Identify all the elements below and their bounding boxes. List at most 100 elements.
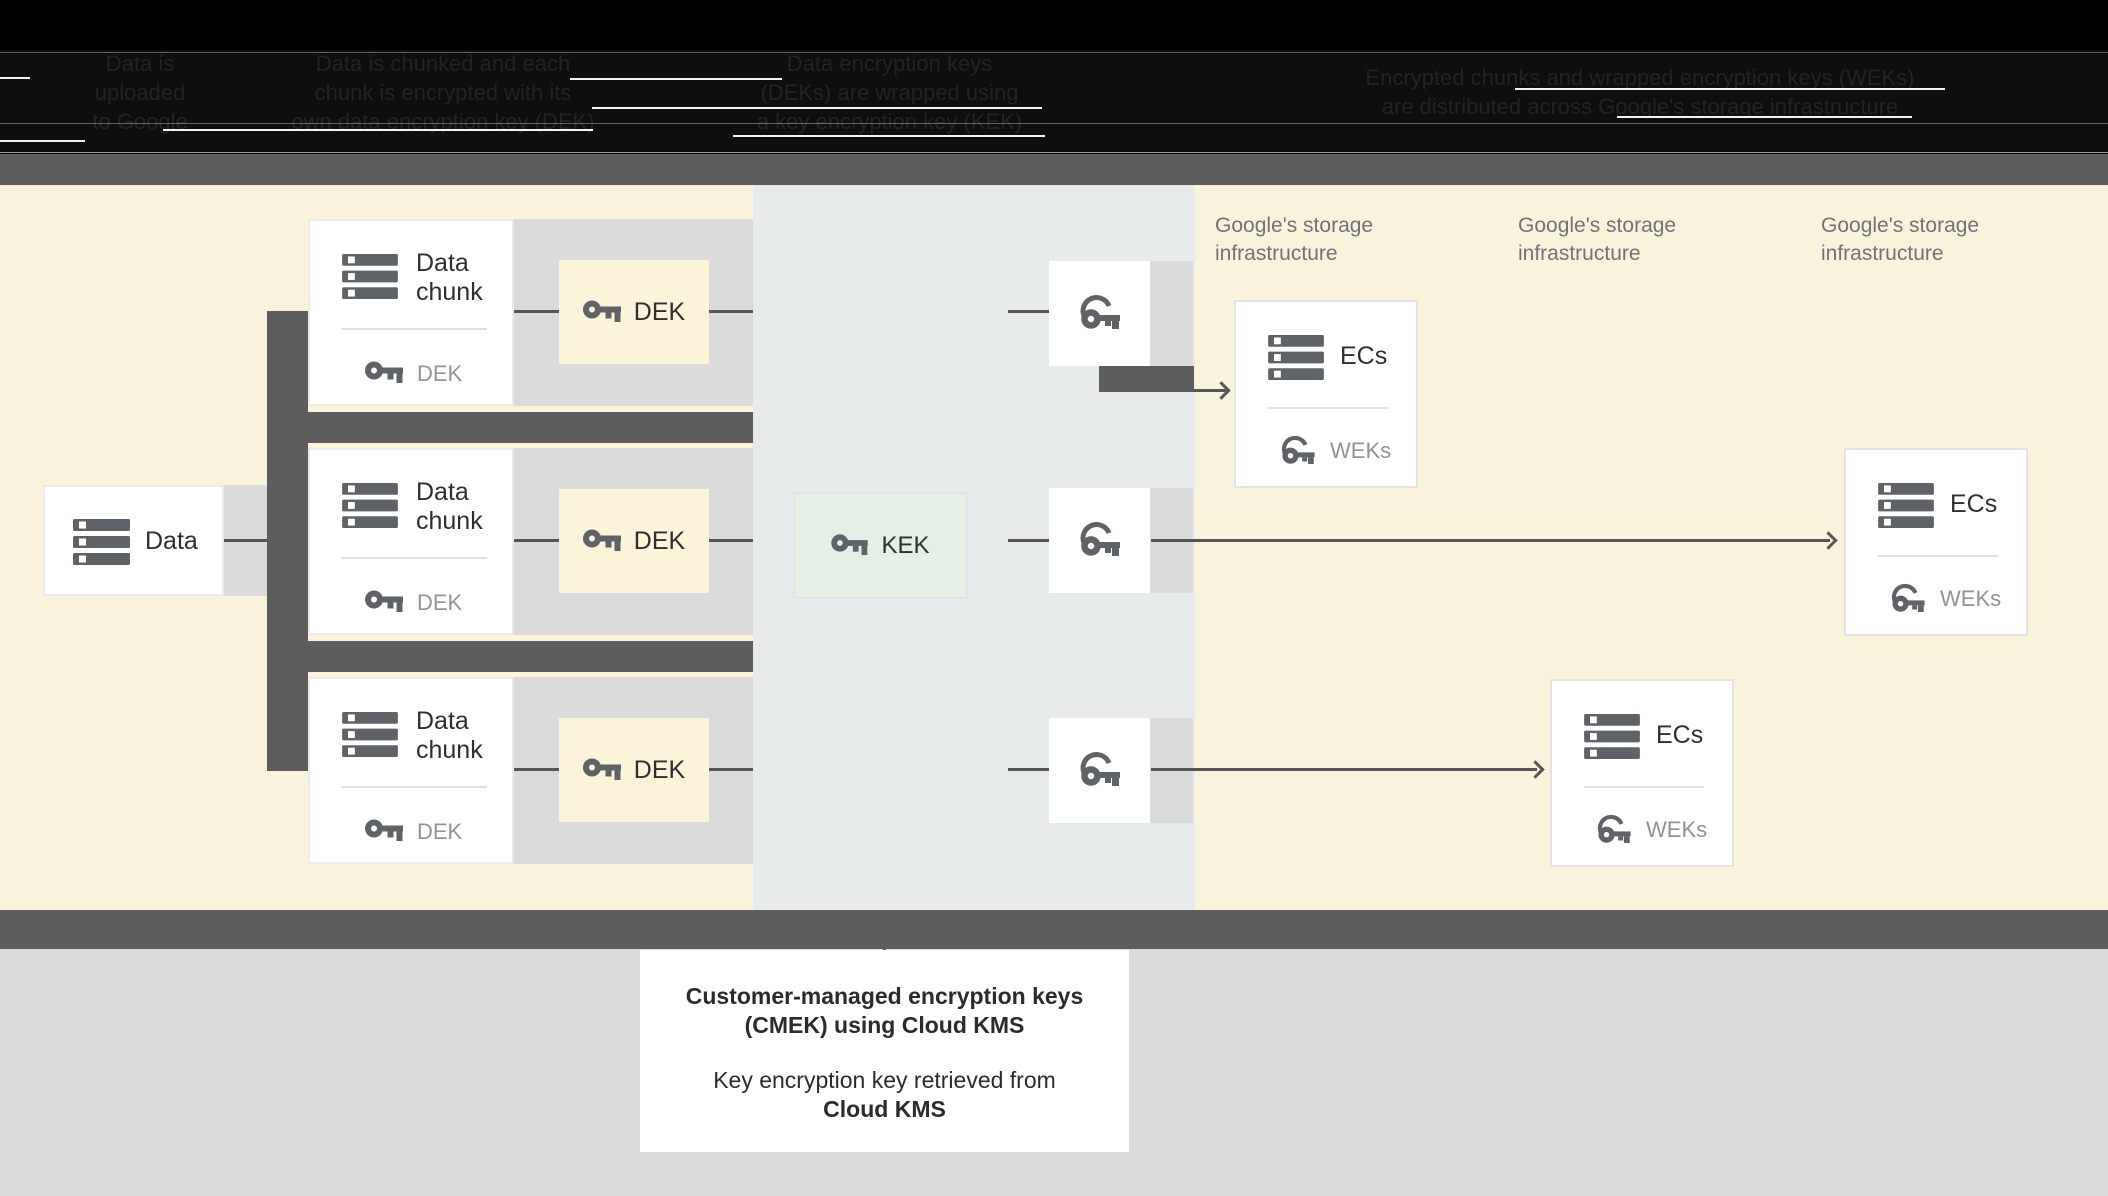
caption-line: Data encryption keys — [786, 51, 993, 76]
wrapped-key-icon — [1595, 814, 1633, 848]
caption-line: Data is chunked and each — [315, 51, 571, 76]
key-icon — [365, 816, 403, 846]
weks-label: WEKs — [1940, 586, 2002, 611]
ecs-box-2: ECs WEKs — [1844, 448, 2028, 636]
divider — [1584, 786, 1704, 788]
dek-box-2: DEK — [559, 489, 709, 593]
connector-chunk3-dek3 — [514, 768, 559, 771]
hairline — [0, 152, 2108, 153]
connector-chunk1-dek1 — [514, 310, 559, 313]
footer-caption-line: (CMEK) using Cloud KMS — [744, 1012, 1025, 1038]
divider — [1268, 407, 1388, 409]
caption-line: to Google — [92, 109, 188, 134]
ecs-box-1: ECs WEKs — [1234, 300, 1418, 488]
split-band-1 — [267, 412, 753, 443]
storage-label-line: Google's storage — [1518, 214, 1677, 237]
wrapped-key-icon — [1080, 521, 1120, 561]
kek-box: KEK — [793, 492, 968, 599]
wrapped-key-icon — [1080, 751, 1120, 791]
caption-line: uploaded — [94, 80, 186, 105]
storage-label-line: infrastructure — [1518, 242, 1641, 265]
wrapped-key1-out-band — [1099, 366, 1194, 392]
storage-icon — [341, 254, 399, 304]
connector-wrappedkey3-in — [1008, 768, 1049, 771]
dek-box-label: DEK — [633, 297, 686, 326]
divider — [341, 328, 487, 330]
dek-box-3: DEK — [559, 718, 709, 822]
header-black-bar-inner — [0, 50, 2108, 153]
split-band-2 — [267, 641, 753, 672]
caption-line: Encrypted chunks and wrapped encryption … — [1365, 65, 1915, 90]
key-icon — [582, 526, 621, 556]
data-chunk-box-1: Data chunk DEK — [308, 219, 514, 406]
flow-strip-key1 — [1150, 261, 1193, 366]
kek-box-label: KEK — [881, 532, 930, 559]
link-underline — [1617, 116, 1912, 118]
data-box-label: Data — [145, 527, 198, 555]
data-chunk-box-3: Data chunk DEK — [308, 677, 514, 864]
data-chunk-box-2: Data chunk DEK — [308, 448, 514, 635]
link-underline — [733, 135, 1045, 137]
caption-line: a key encryption key (KEK) — [756, 109, 1023, 134]
ecs-title: ECs — [1656, 721, 1704, 749]
footer-caption-line: Customer-managed encryption keys — [685, 983, 1084, 1009]
storage-infra-label-1: Google's storage infrastructure — [1215, 212, 1445, 268]
connector-dek1-kms — [709, 310, 753, 313]
caption-line: are distributed across Google's storage … — [1381, 94, 1899, 119]
wrapped-key-icon — [1080, 294, 1120, 334]
split-trunk — [267, 311, 308, 771]
ecs-title: ECs — [1340, 342, 1388, 370]
storage-icon — [1584, 714, 1640, 764]
divider — [341, 786, 487, 788]
wrapped-key-icon — [1889, 583, 1927, 617]
hairline — [0, 52, 2108, 53]
caption-step-3: Data encryption keys (DEKs) are wrapped … — [722, 49, 1057, 136]
storage-icon — [1268, 335, 1324, 385]
footer-caption-line: Cloud KMS — [823, 1096, 946, 1122]
link-underline — [0, 140, 85, 142]
link-underline — [1515, 88, 1945, 90]
chunk-title-line1: Data — [416, 478, 469, 506]
key-icon — [365, 587, 403, 617]
chunk-dek-label: DEK — [417, 590, 463, 615]
weks-label: WEKs — [1330, 438, 1392, 463]
link-underline — [163, 129, 593, 131]
arrow-line-row2 — [1151, 539, 1830, 542]
connector-dek3-kms — [709, 768, 753, 771]
chunk-title-line1: Data — [416, 249, 469, 277]
storage-label-line: Google's storage — [1821, 214, 1980, 237]
caption-line: chunk is encrypted with its — [314, 80, 572, 105]
wrapped-key-box-1 — [1049, 261, 1150, 366]
caption-line: own data encryption key (DEK) — [291, 109, 595, 134]
connector-data-trunk — [224, 539, 267, 542]
footer-caption-line: Key encryption key retrieved from — [713, 1067, 1056, 1093]
connector-dek2-kms — [709, 539, 753, 542]
chunk-title-line2: chunk — [416, 278, 483, 306]
link-underline — [0, 77, 30, 79]
key-icon — [365, 358, 403, 388]
ecs-box-3: ECs WEKs — [1550, 679, 1734, 867]
connector-chunk2-dek2 — [514, 539, 559, 542]
storage-label-line: Google's storage — [1215, 214, 1374, 237]
footer-caption-box: Customer-managed encryption keys (CMEK) … — [640, 950, 1129, 1152]
chunk-title-line2: chunk — [416, 736, 483, 764]
chunk-title-line1: Data — [416, 707, 469, 735]
storage-icon — [73, 519, 130, 570]
wrapped-key-box-3 — [1049, 718, 1150, 823]
caption-line: (DEKs) are wrapped using — [760, 80, 1019, 105]
storage-icon — [341, 483, 399, 533]
storage-label-line: infrastructure — [1821, 242, 1944, 265]
key-icon — [582, 755, 621, 785]
weks-label: WEKs — [1646, 817, 1708, 842]
dek-box-1: DEK — [559, 260, 709, 364]
storage-icon — [341, 712, 399, 762]
wrapped-key-icon — [1279, 435, 1317, 469]
ecs-title: ECs — [1950, 490, 1998, 518]
dek-box-label: DEK — [633, 526, 686, 555]
caption-line: Data is — [105, 51, 175, 76]
dek-box-label: DEK — [633, 755, 686, 784]
chunk-title-line2: chunk — [416, 507, 483, 535]
arrow-line-row3 — [1151, 768, 1537, 771]
caption-step-4: Encrypted chunks and wrapped encryption … — [1300, 63, 1980, 121]
